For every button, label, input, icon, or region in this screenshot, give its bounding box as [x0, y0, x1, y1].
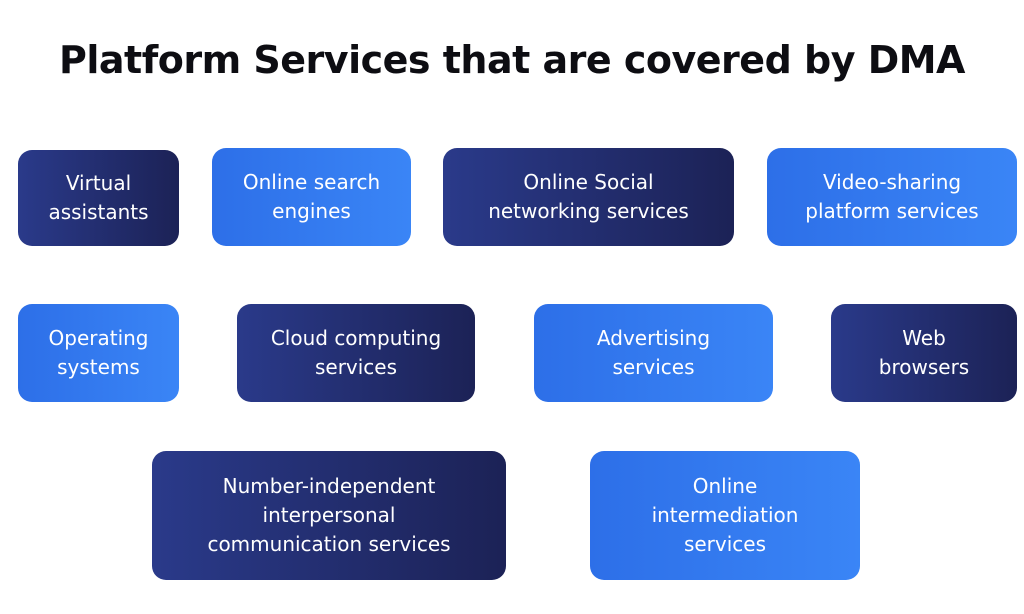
service-number-independent-communication: Number-independent interpersonal communi… — [152, 451, 506, 580]
service-operating-systems: Operating systems — [18, 304, 179, 402]
service-web-browsers: Web browsers — [831, 304, 1017, 402]
service-online-search-engines: Online search engines — [212, 148, 411, 246]
service-online-social-networking: Online Social networking services — [443, 148, 734, 246]
diagram-title: Platform Services that are covered by DM… — [59, 38, 965, 82]
service-cloud-computing: Cloud computing services — [237, 304, 475, 402]
service-virtual-assistants: Virtual assistants — [18, 150, 179, 246]
service-online-intermediation: Online intermediation services — [590, 451, 860, 580]
service-video-sharing-platform: Video-sharing platform services — [767, 148, 1017, 246]
service-advertising: Advertising services — [534, 304, 773, 402]
